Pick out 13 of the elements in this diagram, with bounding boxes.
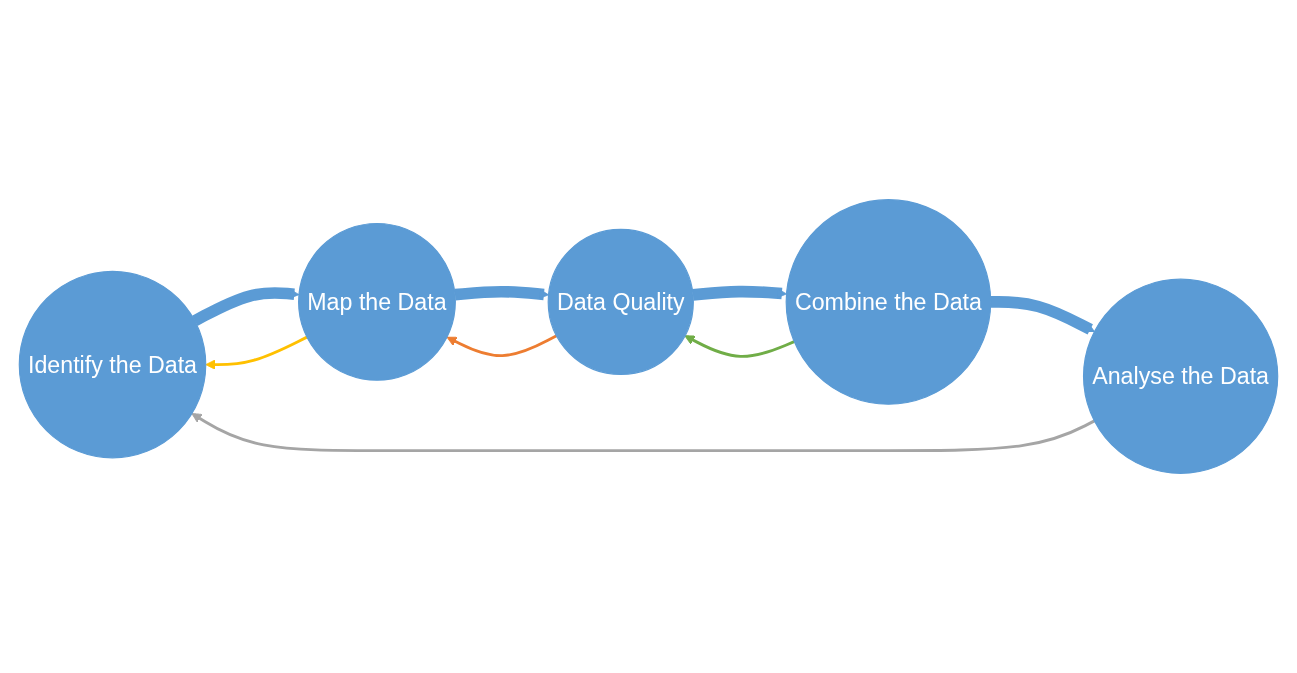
node-circle: Analyse the Data — [1082, 278, 1279, 474]
node-circle: Identify the Data — [18, 270, 207, 459]
node-circle: Data Quality — [547, 228, 694, 376]
arrow — [205, 335, 308, 370]
arrow — [192, 287, 300, 326]
arrow — [454, 285, 549, 301]
arrow — [990, 296, 1095, 335]
arrow — [684, 335, 795, 358]
arrow — [692, 285, 787, 301]
arrow — [191, 413, 1096, 453]
node-circle: Map the Data — [298, 222, 456, 381]
arrow — [446, 334, 558, 358]
node-circle: Combine the Data — [785, 199, 992, 405]
